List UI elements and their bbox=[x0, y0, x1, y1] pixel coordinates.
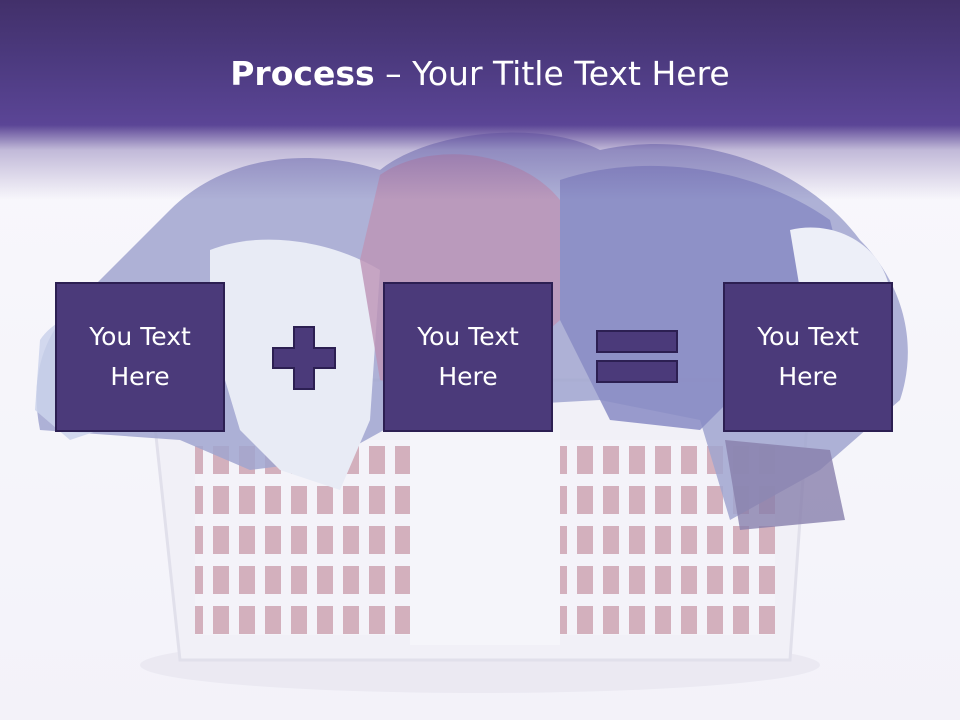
process-box-2[interactable]: You Text Here bbox=[383, 282, 553, 432]
title-header-bar bbox=[0, 0, 960, 200]
process-box-3[interactable]: You Text Here bbox=[723, 282, 893, 432]
slide-title-bold: Process bbox=[230, 54, 375, 93]
slide-title: Process – Your Title Text Here bbox=[0, 52, 960, 96]
process-box-1[interactable]: You Text Here bbox=[55, 282, 225, 432]
equals-icon bbox=[596, 330, 678, 384]
plus-icon bbox=[272, 326, 336, 390]
slide-title-rest: – Your Title Text Here bbox=[374, 54, 730, 93]
